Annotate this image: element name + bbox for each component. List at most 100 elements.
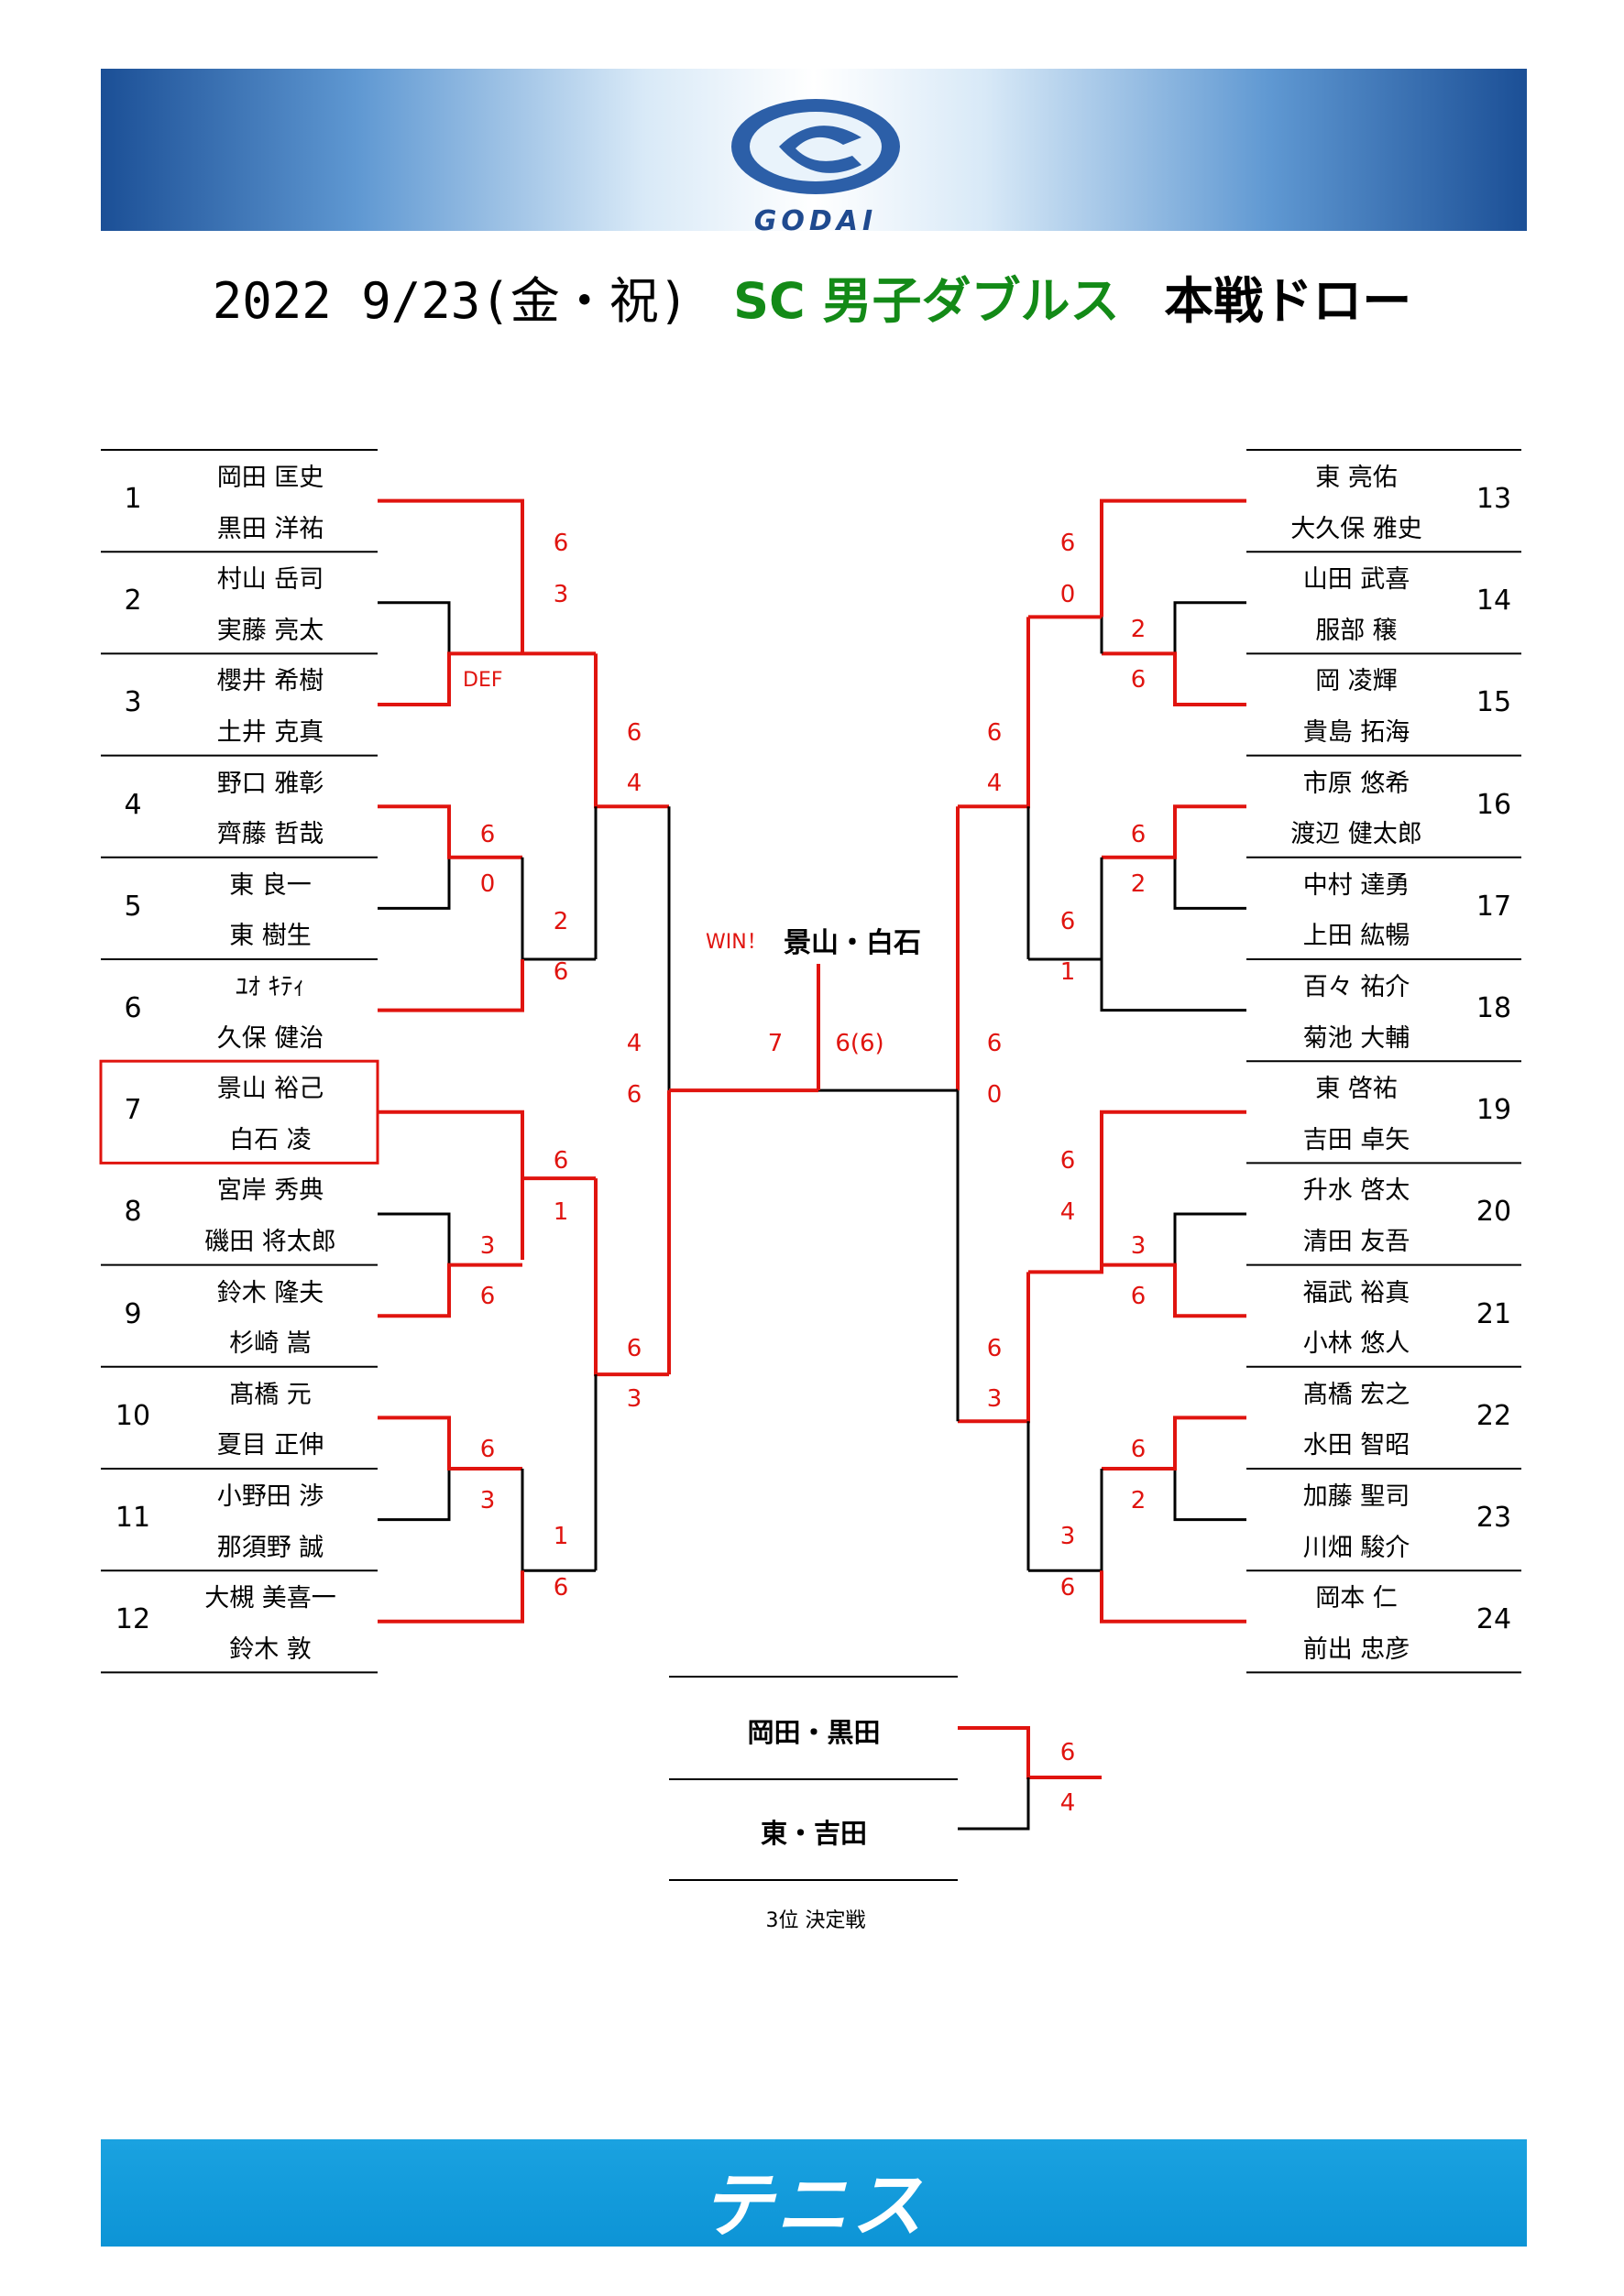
player-name: 菊池 大輔 bbox=[1302, 1023, 1410, 1053]
score-label: 1 bbox=[553, 1523, 569, 1550]
right-r2-line bbox=[1028, 1469, 1103, 1572]
player-name: 前出 忠彦 bbox=[1302, 1635, 1410, 1664]
score-label: 2 bbox=[1130, 1487, 1147, 1514]
score-label: 6 bbox=[626, 719, 642, 747]
left-r1-line bbox=[378, 1212, 451, 1265]
score-label: 4 bbox=[626, 1030, 642, 1057]
player-name: 景山 裕己 bbox=[216, 1075, 324, 1104]
score-label: 6 bbox=[553, 958, 569, 986]
player-name: 齊藤 哲哉 bbox=[216, 820, 324, 849]
score-label: 0 bbox=[479, 870, 496, 898]
score-label: 4 bbox=[1059, 1198, 1076, 1226]
score-label: 6 bbox=[986, 1335, 1003, 1362]
right-r1-line bbox=[1102, 804, 1246, 859]
score-label: 3 bbox=[479, 1487, 496, 1514]
seed-number: 21 bbox=[1476, 1297, 1512, 1330]
third-place-caption: 3位 決定戦 bbox=[765, 1909, 866, 1932]
score-label: 3 bbox=[986, 1385, 1003, 1413]
score-label: 0 bbox=[986, 1081, 1003, 1109]
player-name: ﾕｵ ｷﾃｨ bbox=[235, 973, 306, 1001]
player-name: 磯田 将太郎 bbox=[204, 1228, 336, 1256]
seed-number: 1 bbox=[124, 483, 142, 515]
score-label: 6 bbox=[986, 1030, 1003, 1057]
player-name: 貴島 拓海 bbox=[1302, 718, 1410, 747]
right-qf-line bbox=[1028, 1111, 1103, 1274]
seed-number: 5 bbox=[124, 890, 142, 923]
score-label: 6 bbox=[479, 1283, 496, 1310]
player-name: 黒田 洋祐 bbox=[216, 514, 324, 543]
player-name: 岡本 仁 bbox=[1315, 1584, 1398, 1613]
player-name: 升水 啓太 bbox=[1302, 1176, 1410, 1206]
third-place-team: 東・吉田 bbox=[760, 1818, 867, 1849]
score-label: 6 bbox=[1059, 908, 1076, 935]
score-label: 2 bbox=[1130, 870, 1147, 898]
score-label: 2 bbox=[553, 908, 569, 935]
player-name: 土井 克真 bbox=[216, 718, 324, 747]
player-name: 吉田 卓矢 bbox=[1302, 1125, 1410, 1154]
godai-logo-icon bbox=[731, 99, 900, 194]
player-name: 東 啓祐 bbox=[1315, 1075, 1398, 1104]
score-label: 1 bbox=[1059, 958, 1076, 986]
player-name: 中村 達勇 bbox=[1302, 870, 1410, 900]
score-label: 6 bbox=[1130, 666, 1147, 694]
left-r2-line bbox=[378, 1110, 524, 1214]
page-title: 2022 9/23(金・祝) SC 男子ダブルス 本戦ドロー bbox=[0, 260, 1624, 333]
seed-number: 4 bbox=[124, 788, 142, 821]
champion-name: 景山・白石 bbox=[784, 927, 921, 959]
player-name: 久保 健治 bbox=[216, 1023, 324, 1053]
score-label: 4 bbox=[986, 770, 1003, 797]
right-r1-line bbox=[1173, 601, 1246, 654]
footer-text: テニス bbox=[700, 2165, 927, 2247]
score-label: 6 bbox=[1059, 1147, 1076, 1175]
win-label: WIN！ bbox=[706, 931, 767, 954]
score-label: 6 bbox=[1130, 1283, 1147, 1310]
score-label: 6 bbox=[479, 821, 496, 848]
score-label: 6 bbox=[553, 530, 569, 557]
score-label: 6 bbox=[1059, 1574, 1076, 1602]
right-r2-line bbox=[1100, 959, 1246, 1012]
player-name: 東 良一 bbox=[229, 870, 312, 900]
seed-number: 3 bbox=[124, 686, 142, 719]
left-r2-line bbox=[521, 1469, 596, 1572]
right-r2-line bbox=[1100, 498, 1246, 618]
seed-number: 6 bbox=[124, 992, 142, 1024]
score-label: 3 bbox=[1130, 1232, 1147, 1260]
score-label: 6 bbox=[1130, 821, 1147, 848]
score-label: 6 bbox=[479, 1436, 496, 1463]
player-name: 実藤 亮太 bbox=[216, 616, 324, 645]
score-label: 4 bbox=[1059, 1789, 1076, 1817]
title-date: 2022 9/23(金・祝) bbox=[212, 272, 689, 330]
player-name: 夏目 正伸 bbox=[216, 1431, 324, 1460]
player-name: 加藤 聖司 bbox=[1302, 1482, 1410, 1511]
player-name: 野口 雅彰 bbox=[216, 769, 324, 798]
seed-number: 7 bbox=[124, 1094, 142, 1127]
left-r2-line bbox=[378, 1570, 524, 1624]
score-label: 6 bbox=[553, 1147, 569, 1175]
footer-banner: テニス bbox=[101, 2139, 1527, 2247]
left-r1-line bbox=[378, 1469, 451, 1522]
player-name: 清田 友吾 bbox=[1302, 1228, 1410, 1256]
seed-number: 19 bbox=[1476, 1094, 1512, 1127]
seed-number: 15 bbox=[1476, 686, 1512, 719]
title-draw: 本戦ドロー bbox=[1164, 272, 1412, 330]
left-qf-line bbox=[521, 1111, 596, 1181]
seed-number: 16 bbox=[1476, 788, 1512, 821]
player-name: 東 亮佑 bbox=[1315, 464, 1398, 492]
third-place-team: 岡田・黒田 bbox=[747, 1717, 881, 1748]
third-place-line bbox=[958, 1777, 1030, 1831]
player-name: 岡田 匡史 bbox=[216, 464, 324, 492]
score-label: 2 bbox=[1130, 616, 1147, 643]
player-name: 水田 智昭 bbox=[1302, 1431, 1410, 1460]
right-r2-line bbox=[1028, 857, 1103, 961]
player-name: 渡辺 健太郎 bbox=[1290, 820, 1422, 849]
player-name: 上田 紘暢 bbox=[1302, 922, 1410, 951]
seed-number: 18 bbox=[1476, 992, 1512, 1024]
player-name: 杉崎 嵩 bbox=[229, 1329, 312, 1359]
left-r1-line bbox=[378, 1263, 522, 1318]
score-label: 3 bbox=[1059, 1523, 1076, 1550]
player-name: 福武 裕真 bbox=[1302, 1278, 1410, 1307]
player-name: 小野田 渉 bbox=[216, 1482, 324, 1511]
right-r1-line bbox=[1173, 857, 1246, 910]
score-label: 6 bbox=[626, 1335, 642, 1362]
player-name: 服部 穣 bbox=[1315, 616, 1398, 645]
